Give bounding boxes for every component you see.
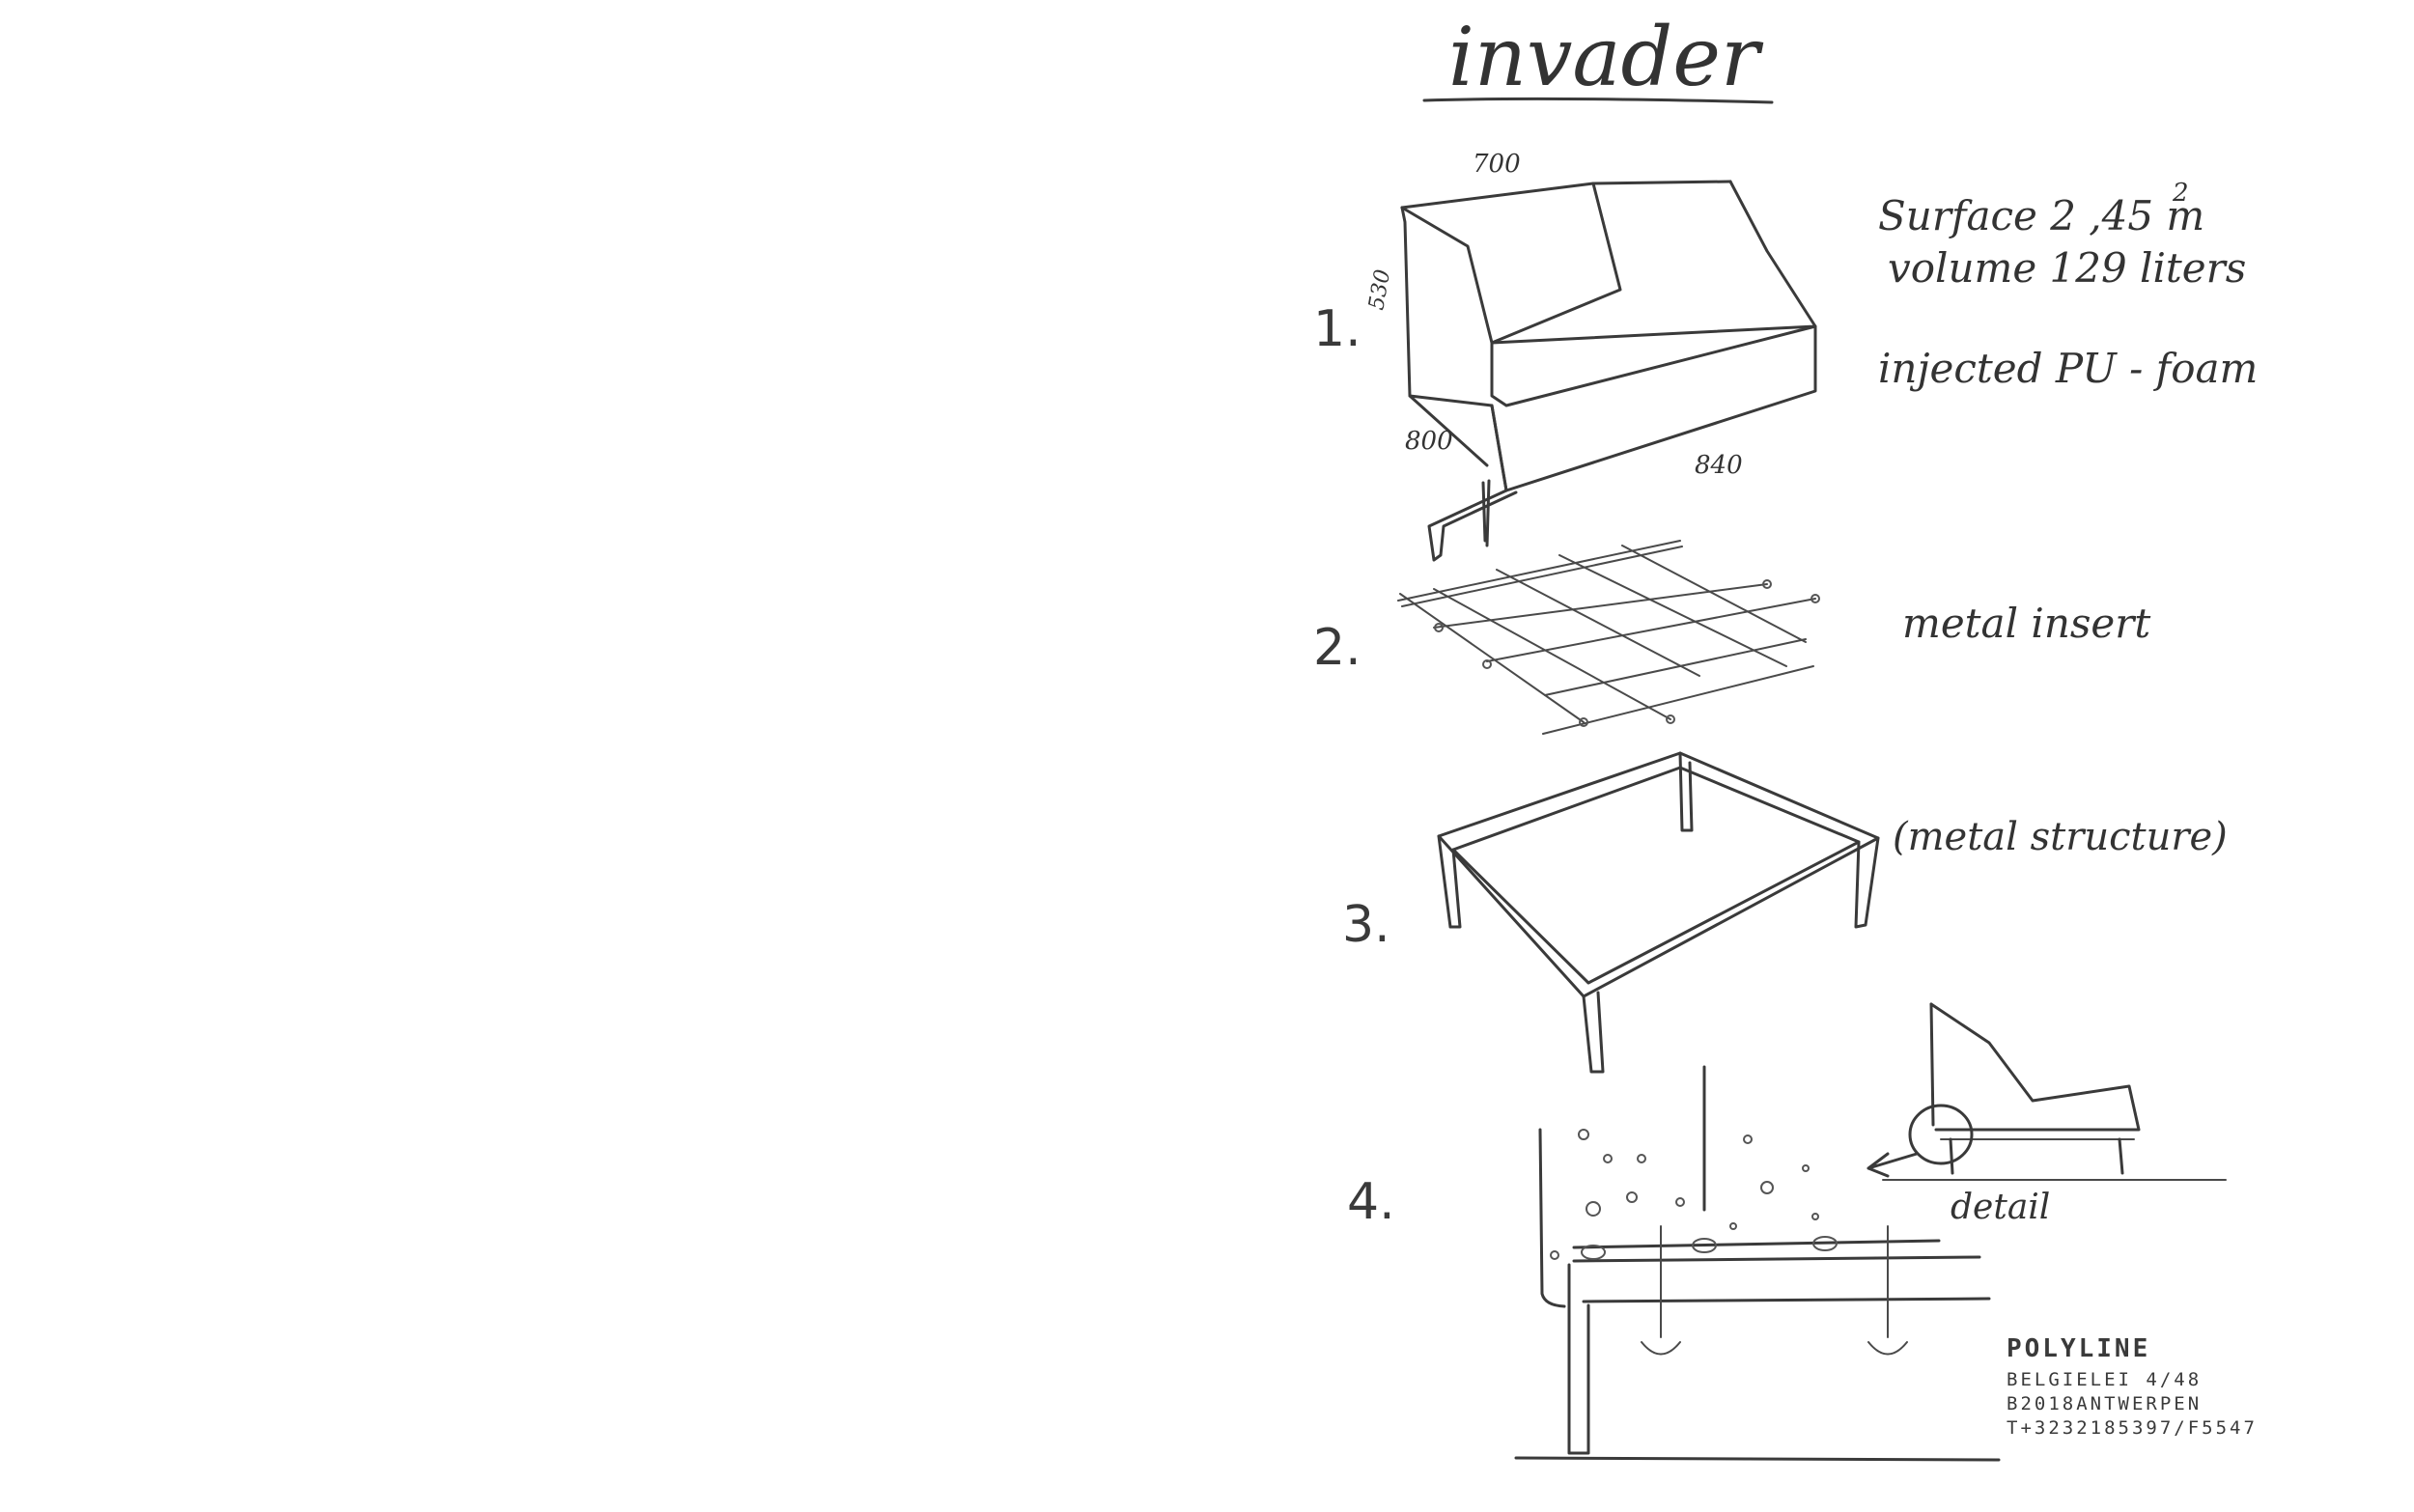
step-number-1: 1. — [1313, 300, 1361, 358]
metal-insert-note: metal insert — [1902, 600, 2150, 647]
surface-note: Surface 2 ,45 m — [1878, 192, 2204, 239]
dimension-height: 530 — [1364, 267, 1395, 312]
dimension-length: 840 — [1695, 451, 1743, 480]
step-number-3: 3. — [1342, 896, 1390, 954]
company-address-line1: BELGIELEI 4/48 — [2007, 1369, 2202, 1390]
armchair-sketch — [1400, 180, 1817, 492]
metal-structure-note: (metal structure) — [1893, 815, 2228, 859]
dimension-depth: 800 — [1405, 427, 1453, 456]
side-view-sketch — [1867, 1002, 2227, 1181]
volume-note: volume 129 liters — [1888, 244, 2246, 292]
detail-note: detail — [1951, 1188, 2050, 1227]
title-underline — [1422, 97, 1774, 104]
material-note: injected PU - foam — [1878, 345, 2258, 392]
metal-insert-sketch — [1397, 540, 1820, 735]
dimension-width: 700 — [1473, 150, 1521, 179]
surface-superscript: 2 — [2172, 179, 2189, 208]
step-number-4: 4. — [1347, 1173, 1395, 1231]
chair-base — [1427, 479, 1518, 562]
company-phone: T+3232185397/F5547 — [2007, 1417, 2258, 1439]
company-address-line2: B2018ANTWERPEN — [2007, 1393, 2202, 1414]
sketch-title: invader — [1448, 10, 1764, 104]
company-name: POLYLINE — [2007, 1334, 2150, 1363]
detail-section-sketch — [1514, 1065, 2001, 1462]
metal-structure-sketch — [1437, 751, 1880, 1074]
step-number-2: 2. — [1313, 619, 1361, 677]
